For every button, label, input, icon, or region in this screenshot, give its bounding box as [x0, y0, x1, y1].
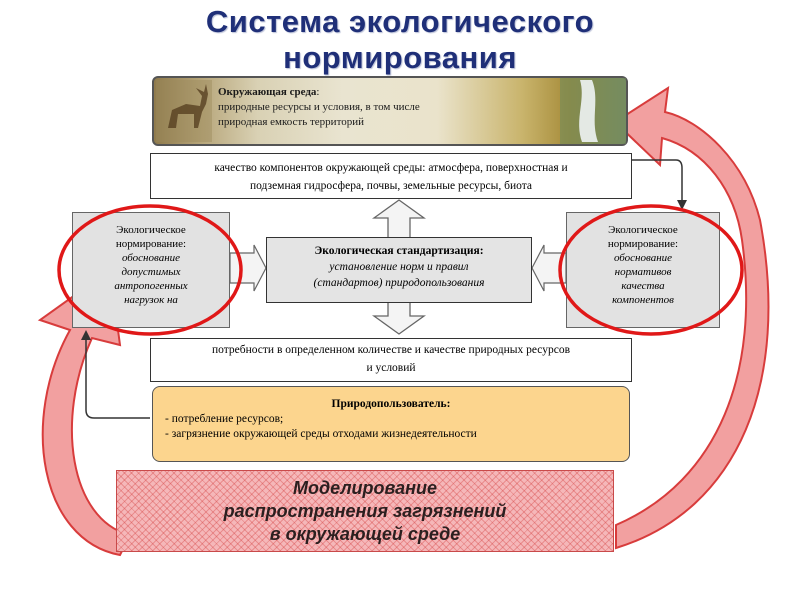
environment-box	[152, 76, 628, 146]
left-highlight-ellipse	[57, 204, 243, 336]
needs-box: потребности в определенном количестве и …	[150, 338, 632, 382]
resource-user-box: Природопользователь: - потребление ресур…	[152, 386, 630, 462]
left-norm-line-3: обоснование	[121, 252, 181, 264]
title-line-2: нормирования	[283, 40, 517, 75]
environment-line-3: природная емкость территорий	[218, 116, 365, 128]
quality-line-2: подземная гидросфера, почвы, земельные р…	[249, 180, 533, 192]
standardization-line-3: (стандартов) природопользования	[313, 277, 485, 289]
title-line-1: Система экологического	[205, 4, 595, 39]
left-norm-line-1: Экологическое	[116, 224, 186, 236]
right-highlight-ellipse	[558, 204, 744, 336]
standardization-box: Экологическая стандартизация: установлен…	[266, 237, 532, 303]
modeling-box: Моделирование распространения загрязнени…	[116, 470, 614, 552]
left-norm-line-2: нормирование:	[115, 238, 187, 250]
left-norm-line-5: антропогенных	[114, 280, 188, 292]
deer-image	[156, 80, 212, 142]
waterfall-image	[560, 78, 626, 144]
standardization-heading: Экологическая стандартизация:	[314, 245, 484, 257]
top-connector-arrow	[632, 159, 683, 202]
quality-line-1: качество компонентов окружающей среды: а…	[214, 162, 568, 174]
resource-user-item-1: - потребление ресурсов;	[165, 413, 284, 425]
right-norm-line-4: нормативов	[614, 266, 672, 278]
right-norm-line-3: обоснование	[613, 252, 673, 264]
resource-user-heading: Природопользователь:	[331, 398, 451, 410]
quality-box: качество компонентов окружающей среды: а…	[150, 153, 632, 199]
right-norm-line-2: нормирование:	[607, 238, 679, 250]
left-norm-line-6: нагрузок на	[124, 294, 178, 306]
left-norm-box: Экологическое нормирование: обоснование …	[72, 212, 230, 328]
right-norm-box: Экологическое нормирование: обоснование …	[566, 212, 720, 328]
needs-line-2: и условий	[366, 362, 416, 374]
modeling-line-1: Моделирование	[292, 478, 438, 498]
right-norm-line-6: компонентов	[612, 294, 674, 306]
modeling-line-2: распространения загрязнений	[223, 501, 507, 521]
left-norm-line-4: допустимых	[121, 266, 181, 278]
modeling-line-3: в окружающей среде	[269, 524, 461, 544]
environment-text: Окружающая среда: природные ресурсы и ус…	[218, 85, 420, 130]
resource-user-item-2: - загрязнение окружающей среды отходами …	[165, 428, 477, 440]
right-norm-line-1: Экологическое	[608, 224, 678, 236]
right-norm-line-5: качества	[621, 280, 665, 292]
environment-heading-colon: :	[316, 86, 320, 98]
left-connector-arrow	[85, 338, 150, 419]
needs-line-1: потребности в определенном количестве и …	[211, 344, 570, 356]
standardization-line-2: установление норм и правил	[329, 261, 469, 273]
environment-line-2: природные ресурсы и условия, в том числе	[218, 101, 420, 113]
environment-heading: Окружающая среда	[218, 86, 317, 98]
